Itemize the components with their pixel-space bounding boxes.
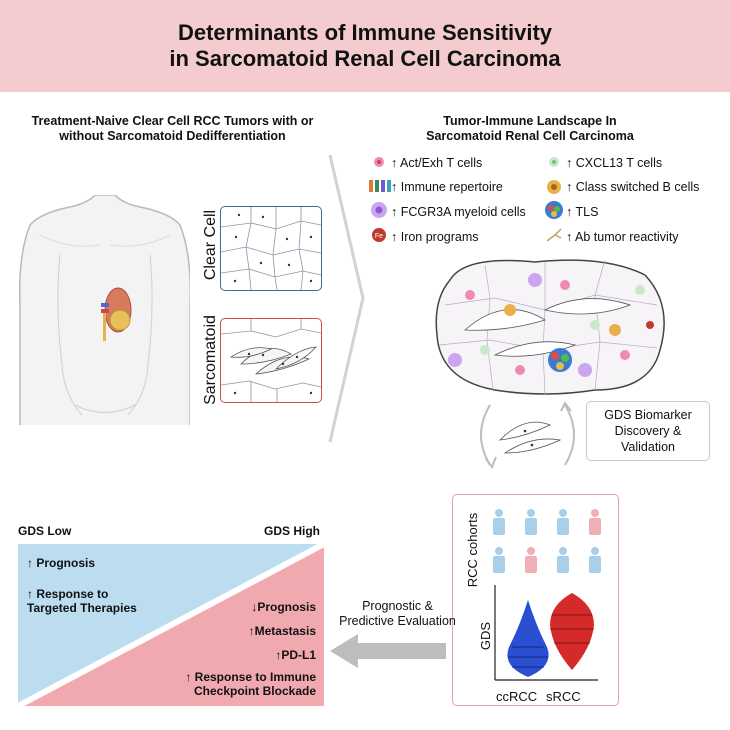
violin-plot [494,585,598,681]
arrow-label-line-2: Predictive Evaluation [339,614,456,628]
person-icon-group [493,509,601,573]
gds-box-line-1: GDS Biomarker [604,408,692,422]
legend-item: ↑ TLS [566,205,599,219]
violin-ccrcc [507,600,549,677]
human-torso-illustration [18,195,190,425]
gds-high-label: GDS High [264,524,320,538]
high-item: ↑Metastasis [248,624,316,638]
gds-biomarker-box: GDS Biomarker Discovery & Validation [586,401,710,461]
left-arrow-icon [330,634,446,668]
x-label-srcc: sRCC [546,689,581,704]
violin-srcc [550,593,594,670]
high-item: ↓Prognosis [251,600,316,614]
tumor-landscape-illustration [435,259,665,396]
left-title-line-1: Treatment-Naive Clear Cell RCC Tumors wi… [31,114,314,128]
gds-triangle-chart [18,544,324,706]
cycle-illustration [480,401,575,470]
patient-cohort-icons [493,509,601,573]
title-line-1: Determinants of Immune Sensitivity [177,20,553,45]
gds-box-line-2: Discovery & [614,424,682,438]
legend-item: ↑ Act/Exh T cells [391,156,483,170]
header-banner: Determinants of Immune Sensitivity in Sa… [0,0,730,92]
legend-item: ↑ Immune repertoire [391,180,503,194]
sarcomatoid-label: Sarcomatoid [202,315,219,405]
legend-item: ↑ FCGR3A myeloid cells [391,205,526,219]
high-item: Checkpoint Blockade [193,684,316,698]
left-panel-title: Treatment-Naive Clear Cell RCC Tumors wi… [0,114,345,144]
kidney-icon [101,287,132,341]
chevron-divider [328,154,365,443]
t-cell-icon [374,157,384,167]
legend-item: ↑ CXCL13 T cells [566,156,663,170]
myeloid-cell-icon [371,202,387,218]
sarcomatoid-tissue-box [220,318,322,403]
low-item: ↑ Response to [27,587,109,601]
b-cell-icon [547,180,561,194]
arrow-label-line-1: Prognostic & [362,599,433,613]
gds-low-label: GDS Low [18,524,72,538]
legend-item: ↑ Iron programs [391,230,479,244]
clear-cell-tissue-illustration [220,207,322,291]
high-item: ↑PD-L1 [275,648,316,662]
title-line-2: in Sarcomatoid Renal Cell Carcinoma [169,46,561,71]
iron-icon: Fe [372,228,386,242]
x-label-ccrcc: ccRCC [496,689,538,704]
rcc-cohorts-label: RCC cohorts [465,512,480,588]
high-item: ↑ Response to Immune [185,670,316,684]
iron-badge: Fe [375,233,383,240]
tls-icon [545,201,563,219]
clear-cell-tissue-box [220,206,322,291]
gds-box-line-3: Validation [621,440,675,454]
left-title-line-2: without Sarcomatoid Dedifferentiation [59,129,286,143]
low-item: Targeted Therapies [27,601,137,615]
right-title-line-1: Tumor-Immune Landscape In [443,114,617,128]
legend-item: ↑ Class switched B cells [566,180,700,194]
cxcl13-cell-icon [549,157,559,167]
evaluation-arrow-label: Prognostic & Predictive Evaluation [335,599,460,629]
antibody-icon [546,228,562,242]
sarcomatoid-tissue-illustration [220,319,322,402]
low-item: ↑ Prognosis [27,556,96,570]
clear-cell-label: Clear Cell [202,209,219,281]
right-panel-title: Tumor-Immune Landscape In Sarcomatoid Re… [380,114,680,144]
right-title-line-2: Sarcomatoid Renal Cell Carcinoma [426,129,634,143]
legend-item: ↑ Ab tumor reactivity [566,230,679,244]
immune-repertoire-icon [369,180,391,192]
